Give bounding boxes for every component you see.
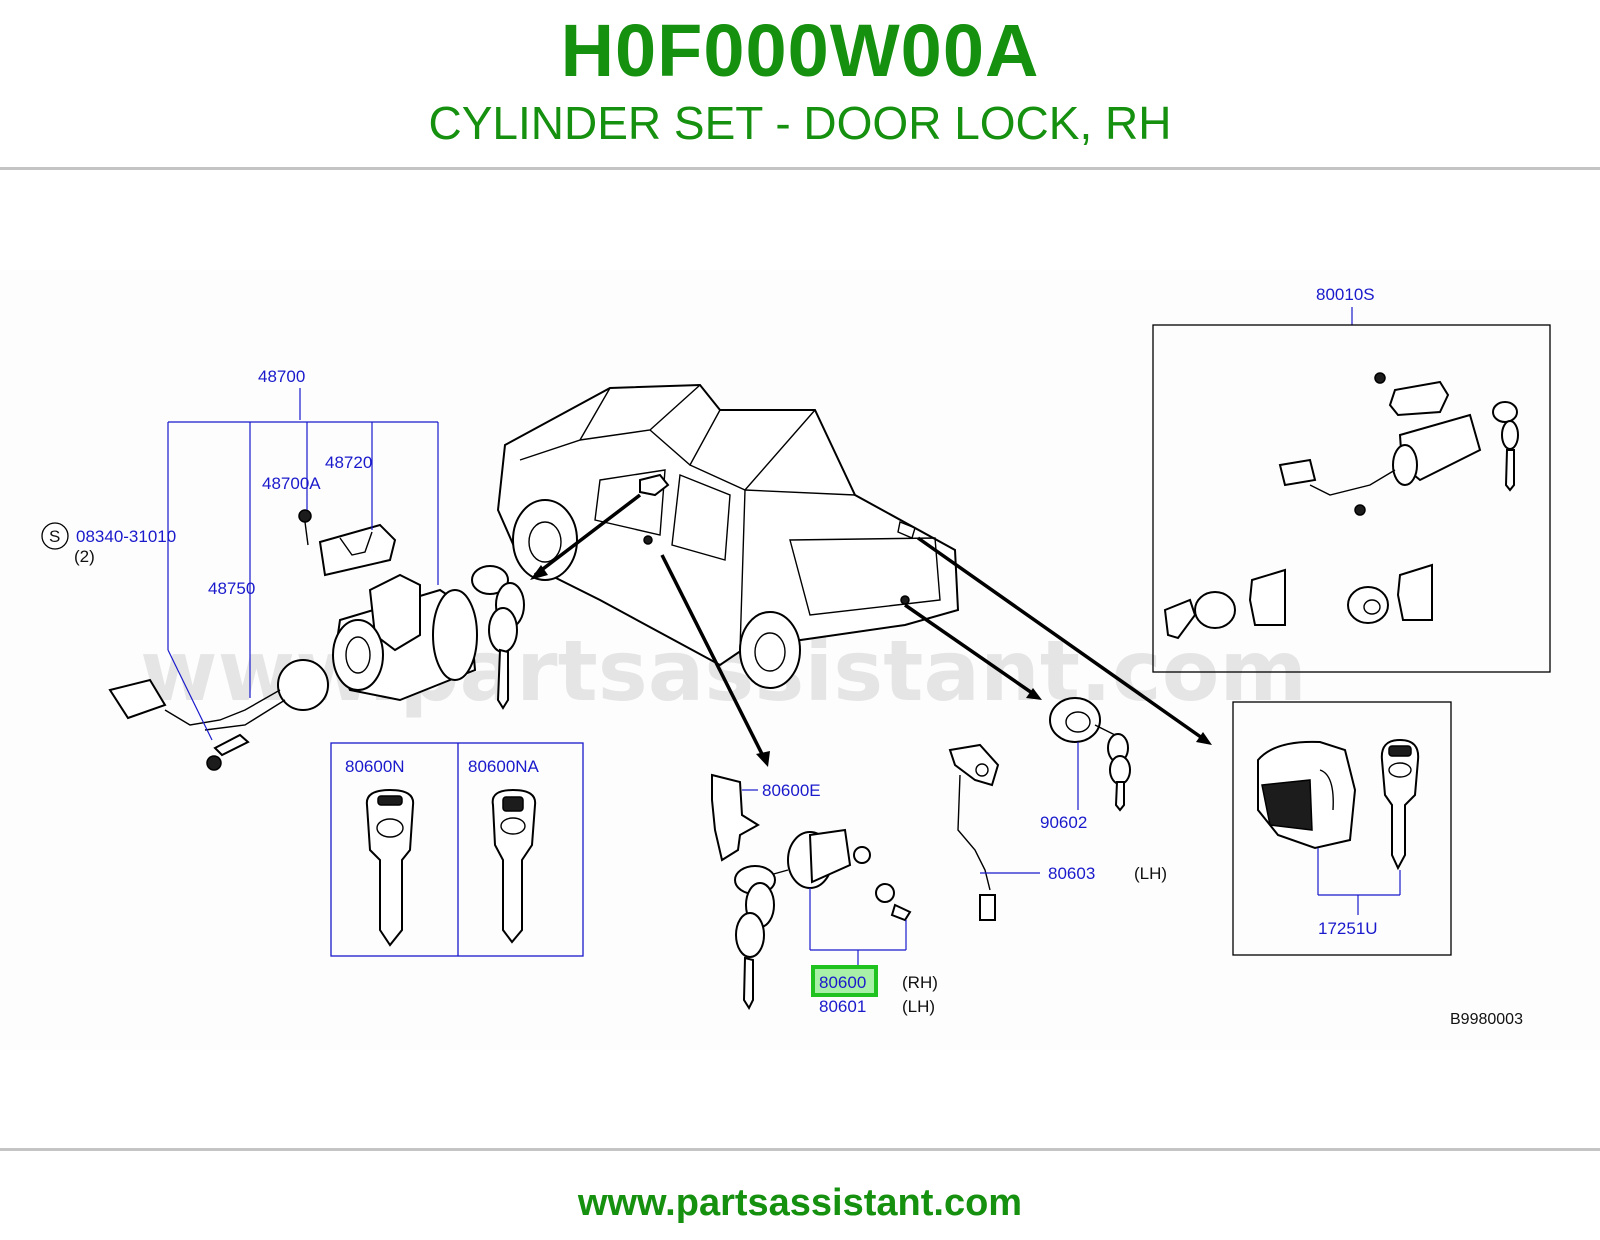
footer-divider: [0, 1148, 1600, 1151]
label-90602[interactable]: 90602: [1040, 813, 1087, 832]
harness-80603: 80603 (LH): [948, 743, 1167, 921]
label-48700A[interactable]: 48700A: [262, 474, 321, 493]
kit-box-80010S: 80010S: [1152, 285, 1551, 673]
label-qty-2: (2): [74, 547, 95, 566]
s-symbol: S: [49, 527, 60, 546]
tailgate-cylinder-90602: 90602: [1040, 697, 1131, 832]
label-80600[interactable]: 80600: [819, 973, 866, 992]
label-lh-80601: (LH): [902, 997, 935, 1016]
parts-diagram: www.partsassistant.com: [0, 270, 1600, 1050]
label-48750[interactable]: 48750: [208, 579, 255, 598]
part-code-title: H0F000W00A: [560, 9, 1040, 92]
door-lock-cylinder-assembly: 80600E 80600 (RH) 80601 (LH): [711, 773, 938, 1016]
label-17251U[interactable]: 17251U: [1318, 919, 1378, 938]
s-circle-icon: [41, 522, 69, 550]
label-80010S[interactable]: 80010S: [1316, 285, 1375, 304]
header-divider: [0, 167, 1600, 170]
label-08340-31010[interactable]: 08340-31010: [76, 527, 176, 546]
footer-url-link[interactable]: www.partsassistant.com: [577, 1182, 1023, 1224]
page-header: H0F000W00A CYLINDER SET - DOOR LOCK, RH: [0, 0, 1600, 170]
label-80600NA[interactable]: 80600NA: [468, 757, 540, 776]
label-48720[interactable]: 48720: [325, 453, 372, 472]
label-80600N[interactable]: 80600N: [345, 757, 405, 776]
label-lh-80603: (LH): [1134, 864, 1167, 883]
exploded-view-drawing: www.partsassistant.com: [41, 285, 1551, 1028]
kit-box-17251U: 17251U: [1232, 701, 1452, 956]
ignition-callouts: 48700 48720 48700A S 08340-31010 (2) 487…: [41, 367, 439, 741]
label-80603[interactable]: 80603: [1048, 864, 1095, 883]
highlight-80600-box: [811, 965, 878, 997]
label-80600E[interactable]: 80600E: [762, 781, 821, 800]
label-rh: (RH): [902, 973, 938, 992]
part-description: CYLINDER SET - DOOR LOCK, RH: [428, 97, 1172, 149]
drawing-code: B9980003: [1450, 1011, 1523, 1028]
key-blanks-box: 80600N 80600NA: [330, 742, 584, 957]
ignition-lock-assembly: [108, 509, 525, 771]
label-48700[interactable]: 48700: [258, 367, 305, 386]
callout-arrows: [530, 493, 1212, 767]
label-80601[interactable]: 80601: [819, 997, 866, 1016]
